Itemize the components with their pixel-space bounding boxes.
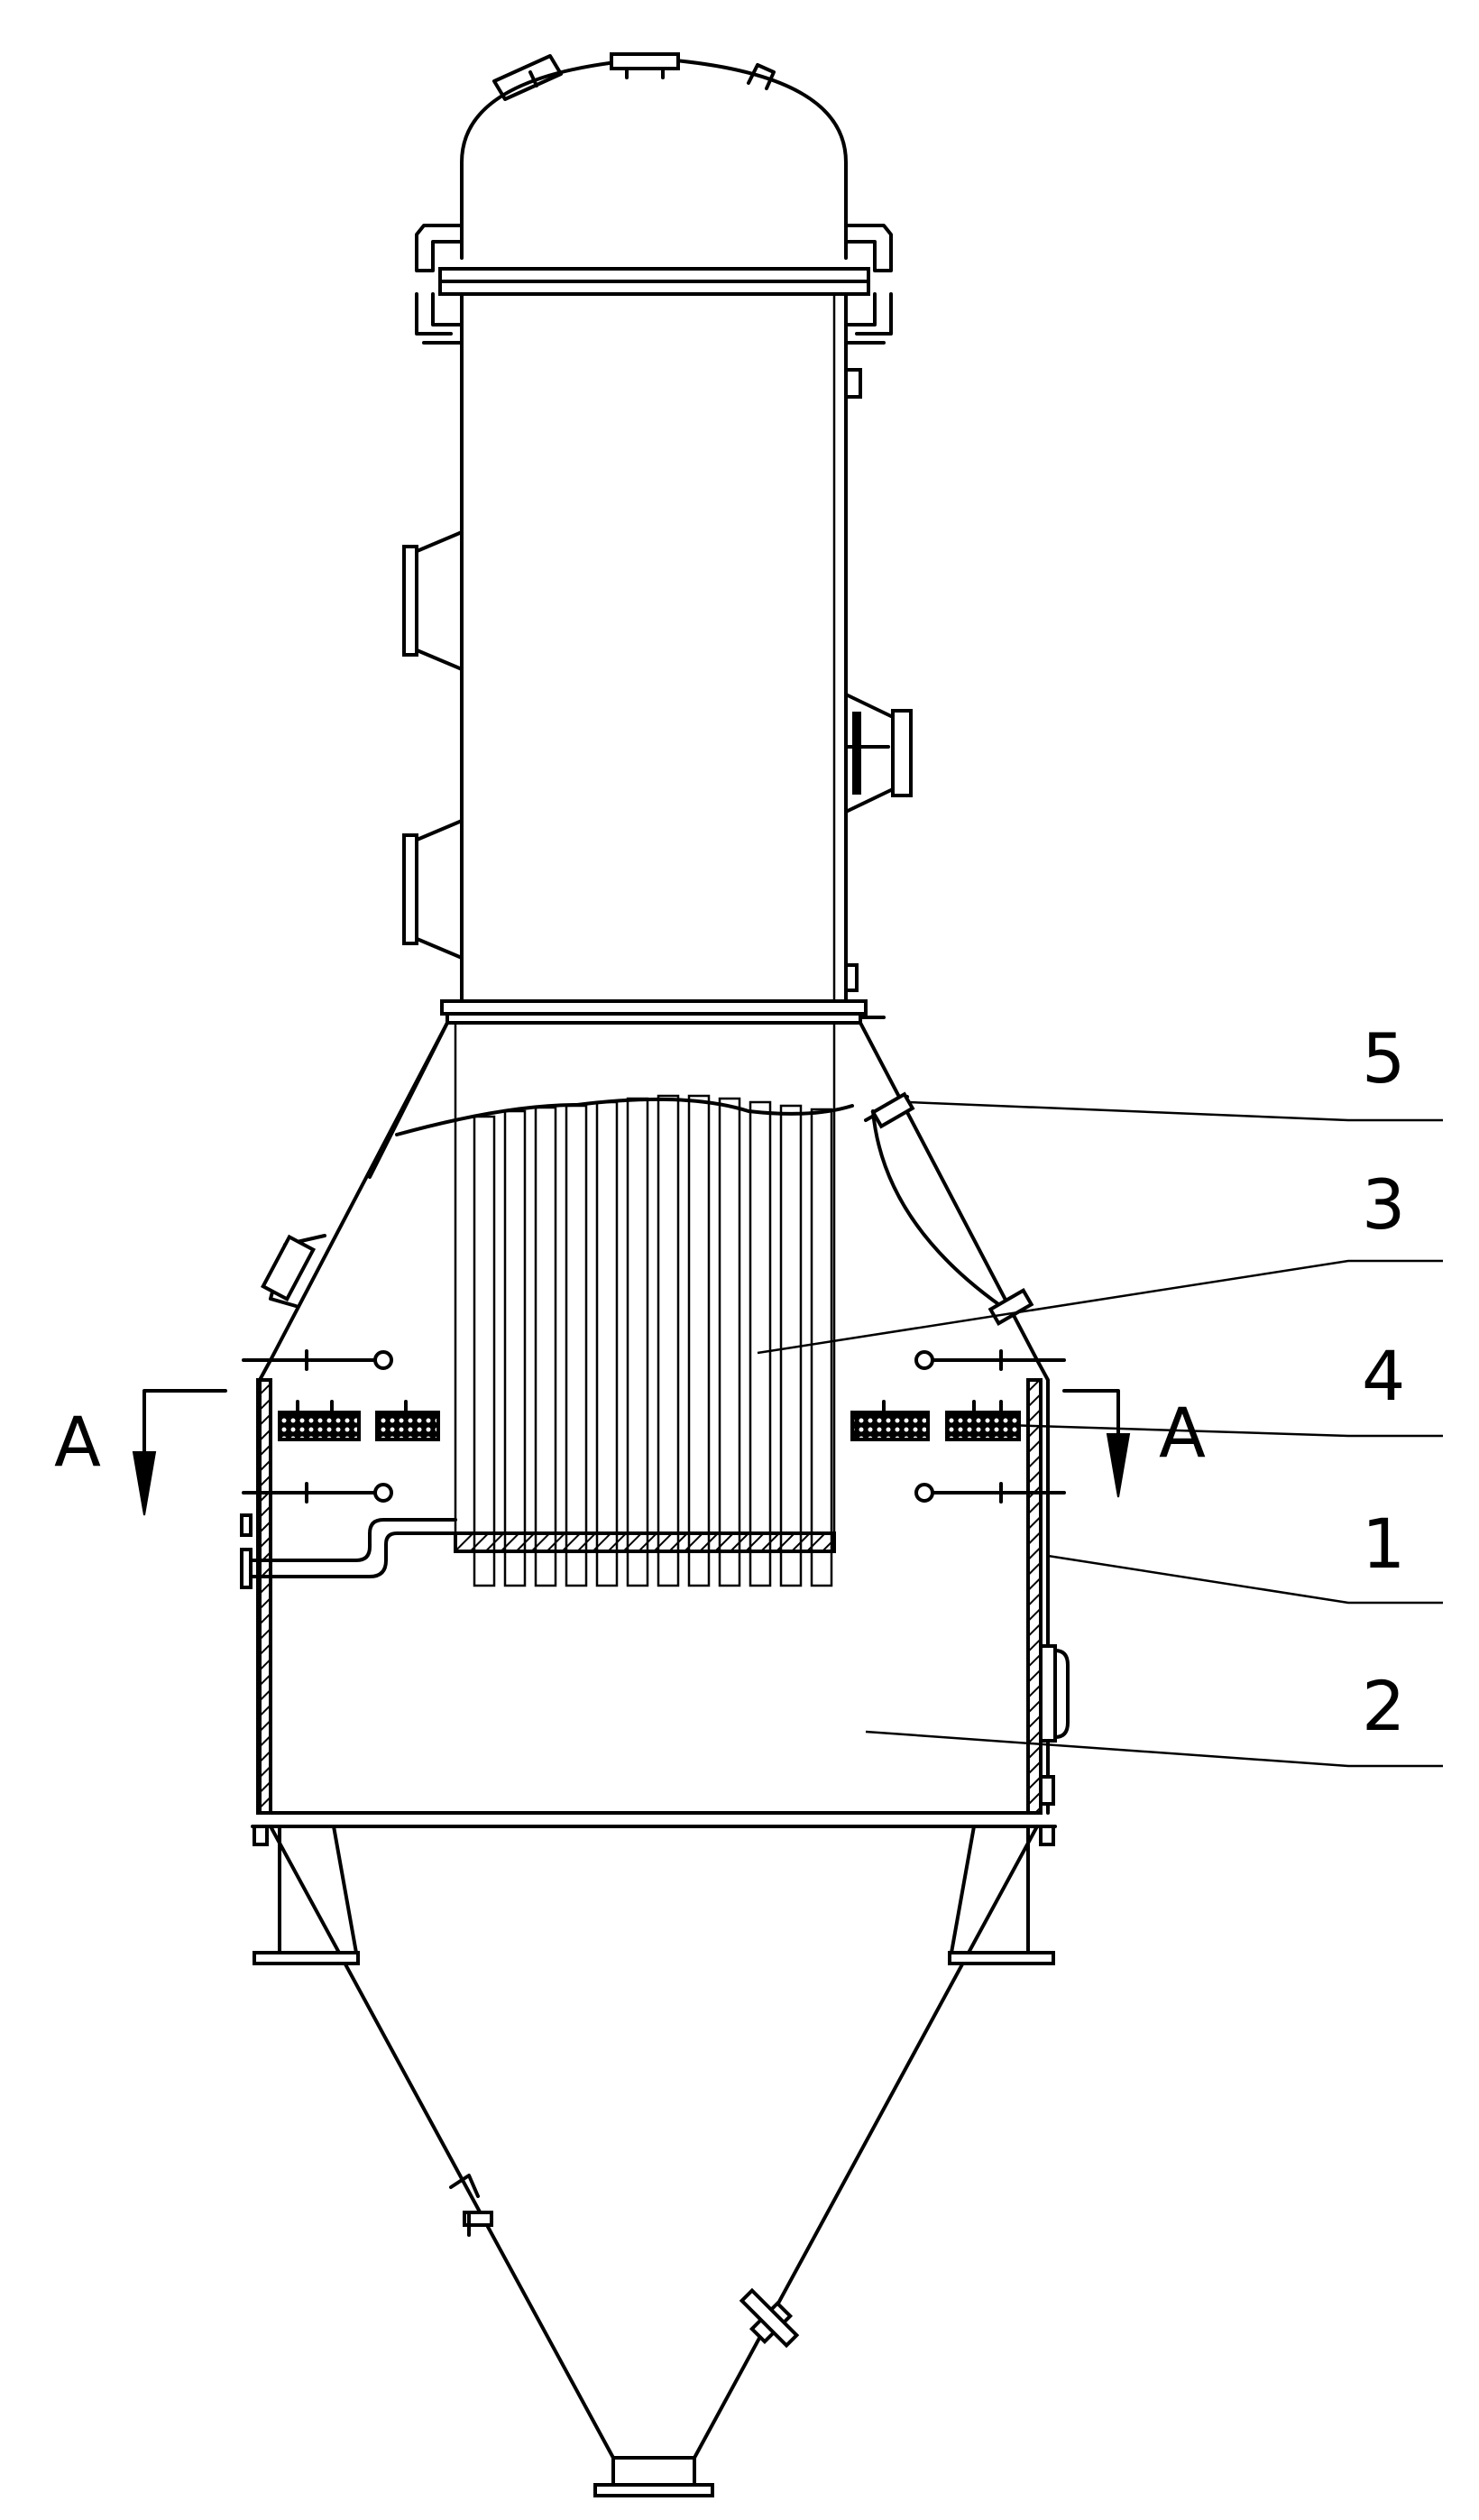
section-label-left: A <box>54 1402 101 1482</box>
mesh-pads <box>278 1400 1021 1441</box>
callout-2: 2 <box>1362 1666 1405 1746</box>
support-legs <box>253 1825 1055 1965</box>
bottom-cone <box>269 1825 1039 2497</box>
conical-transition <box>261 1021 1039 1362</box>
callout-3: 3 <box>1362 1164 1405 1245</box>
top-dome-head <box>460 52 848 260</box>
upper-cylinder-body <box>460 292 848 1003</box>
callout-5: 5 <box>1362 1018 1405 1099</box>
section-label-right: A <box>1159 1393 1206 1473</box>
tube-bundle <box>454 1023 836 1587</box>
main-vessel-shell <box>251 1358 1057 1828</box>
mid-flange <box>440 999 886 1025</box>
inlet-pipe <box>240 1513 457 1589</box>
shell-sight-glass <box>1039 1644 1070 1806</box>
upper-body-nozzles <box>402 368 913 992</box>
heating-rods <box>242 1349 1066 1504</box>
section-mark-right: A <box>1062 1389 1206 1498</box>
left-lifting-lug <box>415 224 464 345</box>
section-mark-left: A <box>54 1389 227 1516</box>
leader-lines <box>757 1100 1443 1768</box>
callout-4: 4 <box>1362 1336 1405 1416</box>
upper-body-flange <box>438 267 870 296</box>
right-lifting-lug <box>844 224 893 345</box>
callout-1: 1 <box>1362 1504 1405 1584</box>
